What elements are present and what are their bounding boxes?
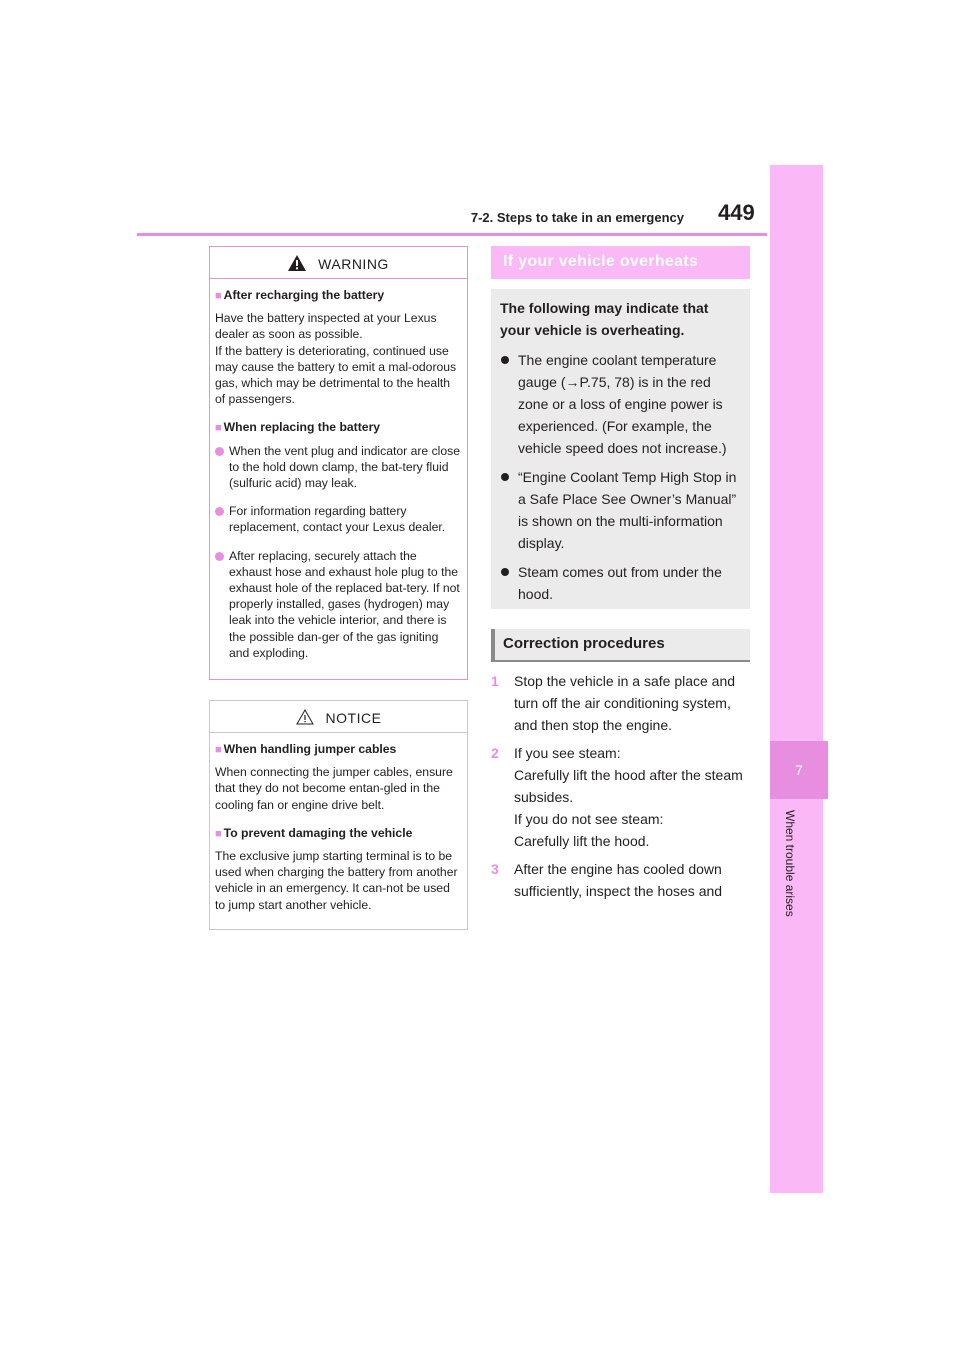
warning-triangle-icon	[288, 255, 307, 271]
step-item: 2 If you see steam: Carefully lift the h…	[491, 742, 751, 852]
square-bullet-icon: ■	[215, 827, 222, 840]
caution-triangle-icon	[295, 708, 314, 725]
circle-bullet-icon	[215, 446, 224, 456]
circle-bullet-icon	[501, 356, 509, 364]
notice-box: NOTICE ■When handling jumper cables When…	[209, 700, 468, 930]
warning-text: Have the battery inspected at your Lexus…	[215, 311, 457, 407]
overheat-lead: The following may indicate that your veh…	[500, 300, 709, 338]
overheat-item: The engine coolant temperature gauge (→P…	[500, 349, 740, 459]
correction-heading-bar: Correction procedures	[491, 629, 750, 662]
step-number: 1	[491, 673, 499, 689]
overheat-item: Steam comes out from under the hood.	[500, 561, 740, 605]
step-number: 3	[491, 861, 499, 877]
circle-bullet-icon	[501, 568, 509, 576]
step-item: 3 After the engine has cooled down suffi…	[491, 858, 751, 902]
circle-bullet-icon	[215, 551, 224, 561]
notice-header: NOTICE	[210, 701, 467, 733]
warning-box: WARNING ■After recharging the battery Ha…	[209, 246, 468, 680]
warning-heading-replace: ■When replacing the battery	[215, 420, 381, 435]
notice-text: When connecting the jumper cables, ensur…	[215, 765, 453, 812]
correction-heading: Correction procedures	[503, 635, 665, 652]
warning-bullet: When the vent plug and indicator are clo…	[215, 443, 462, 492]
circle-bullet-icon	[215, 507, 224, 517]
step-item: 1 Stop the vehicle in a safe place and t…	[491, 670, 751, 736]
warning-bullet: After replacing, securely attach the exh…	[215, 548, 462, 661]
chapter-tab	[770, 165, 823, 1193]
header-rule	[137, 233, 767, 236]
warning-header: WARNING	[210, 247, 467, 279]
square-bullet-icon: ■	[215, 290, 222, 302]
warning-bullet: For information regarding battery replac…	[215, 503, 462, 535]
overheat-title: If your vehicle overheats	[503, 253, 699, 270]
chapter-number: 7	[795, 762, 803, 778]
notice-heading-damage: ■To prevent damaging the vehicle	[215, 825, 413, 840]
square-bullet-icon: ■	[215, 422, 222, 435]
heading-accent-bar	[491, 629, 495, 660]
circle-bullet-icon	[501, 473, 509, 481]
notice-heading-cables: ■When handling jumper cables	[215, 742, 397, 756]
overheat-item: “Engine Coolant Temp High Stop in a Safe…	[500, 466, 740, 554]
square-bullet-icon: ■	[215, 744, 222, 756]
notice-title: NOTICE	[325, 710, 382, 726]
step-number: 2	[491, 745, 499, 761]
page-number: 449	[718, 200, 755, 225]
chapter-number-box	[770, 741, 828, 799]
overheat-banner: If your vehicle overheats	[491, 246, 750, 279]
warning-title: WARNING	[318, 256, 389, 272]
notice-text: The exclusive jump starting terminal is …	[215, 849, 458, 912]
section-title: 7-2. Steps to take in an emergency	[470, 210, 684, 225]
correction-steps: 1 Stop the vehicle in a safe place and t…	[491, 670, 751, 908]
overheat-panel: The following may indicate that your veh…	[491, 289, 750, 609]
chapter-label: When trouble arises	[783, 810, 797, 917]
warning-heading-recharge: ■After recharging the battery	[215, 288, 385, 302]
